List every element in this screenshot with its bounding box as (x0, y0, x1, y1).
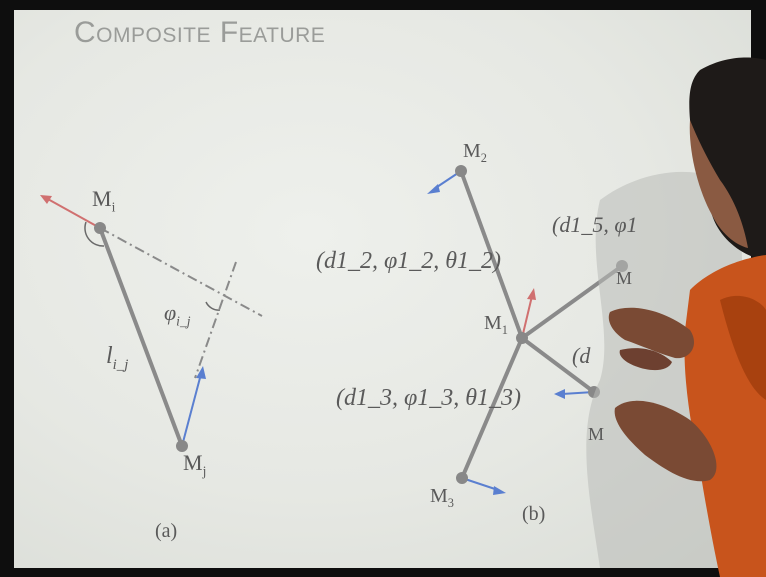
blue-arrowhead-m4 (554, 389, 565, 399)
label-m1-sub: 1 (502, 323, 508, 337)
label-length-text: l (106, 343, 113, 369)
dashed-direction-line (195, 262, 236, 378)
label-m2: M2 (463, 140, 487, 166)
panel-a-label: (a) (155, 520, 177, 543)
tuple-1-2: (d1_2, φ1_2, θ1_2) (316, 248, 501, 275)
label-mj: Mj (183, 450, 206, 479)
label-mi-text: M (92, 186, 112, 211)
label-mj-sub: j (203, 463, 207, 478)
label-phi: φi_j (164, 300, 191, 329)
label-mi: Mi (92, 186, 115, 215)
blue-arrowhead-m3 (493, 486, 506, 495)
angle-arc-phi (206, 302, 220, 310)
node-m3 (456, 472, 468, 484)
tuple-1-5-partial: (d1_5, φ1 (552, 212, 638, 238)
presenter (586, 58, 766, 577)
label-length-sub: i_j (113, 357, 129, 373)
label-mi-sub: i (112, 199, 116, 214)
label-m3: M3 (430, 485, 454, 511)
tuple-partial: (d (572, 343, 590, 369)
label-length: li_j (106, 343, 128, 374)
slide-title: Composite Feature (74, 16, 325, 50)
label-m-right-upper: M (616, 268, 632, 289)
label-phi-text: φ (164, 300, 176, 325)
panel-a-diagram (40, 195, 262, 452)
node-m1 (516, 332, 528, 344)
label-m-right-lower: M (588, 424, 604, 445)
red-arrowhead-m1 (527, 288, 536, 300)
tuple-1-3: (d1_3, φ1_3, θ1_3) (336, 385, 521, 412)
blue-arrowhead (196, 366, 206, 379)
blue-arrowhead-m2 (427, 184, 440, 194)
label-m1: M1 (484, 312, 508, 338)
label-m1-text: M (484, 312, 502, 334)
label-phi-sub: i_j (176, 313, 190, 328)
label-m2-text: M (463, 140, 481, 162)
blue-arrow-mj (182, 374, 201, 446)
label-mj-text: M (183, 450, 203, 475)
panel-b-label: (b) (522, 503, 545, 526)
label-m2-sub: 2 (481, 151, 487, 165)
segment-mi-mj (100, 228, 182, 446)
label-m3-text: M (430, 485, 448, 507)
label-m3-sub: 3 (448, 496, 454, 510)
node-mi (94, 222, 106, 234)
node-m2 (455, 165, 467, 177)
